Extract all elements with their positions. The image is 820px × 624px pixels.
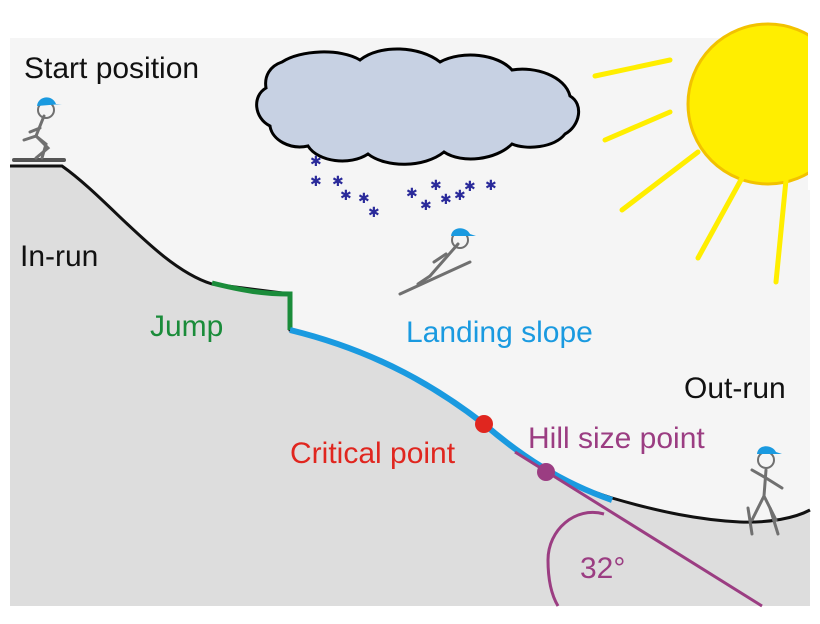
- label-critical-point: Critical point: [290, 437, 456, 470]
- svg-text:✱: ✱: [358, 190, 370, 206]
- snowflake-icon: ✱ ✱ ✱ ✱ ✱ ✱ ✱ ✱ ✱ ✱ ✱ ✱ ✱: [310, 153, 497, 220]
- svg-text:✱: ✱: [310, 173, 322, 189]
- svg-text:✱: ✱: [340, 187, 352, 203]
- label-angle: 32°: [580, 552, 625, 585]
- jump-takeoff: [211, 280, 293, 330]
- sun-icon: [592, 20, 820, 285]
- critical-point-marker: [475, 415, 493, 433]
- skier-standing-icon: [746, 446, 784, 536]
- tangent-line: [514, 450, 763, 608]
- svg-text:✱: ✱: [368, 204, 380, 220]
- label-landing-slope: Landing slope: [406, 316, 593, 349]
- svg-text:✱: ✱: [485, 177, 497, 193]
- label-hill-size-point: Hill size point: [528, 422, 705, 455]
- angle-arc: [546, 511, 605, 607]
- svg-text:✱: ✱: [310, 153, 322, 169]
- svg-text:✱: ✱: [454, 187, 466, 203]
- label-start-position: Start position: [24, 52, 199, 85]
- svg-text:✱: ✱: [332, 173, 344, 189]
- svg-text:✱: ✱: [440, 191, 452, 207]
- hill-terrain: [10, 166, 810, 606]
- cloud-icon: [255, 47, 581, 166]
- label-in-run: In-run: [20, 240, 98, 273]
- svg-text:✱: ✱: [420, 197, 432, 213]
- label-jump: Jump: [150, 310, 223, 343]
- skier-crouching-icon: [12, 97, 66, 162]
- skier-flying-icon: [398, 228, 476, 296]
- label-out-run: Out-run: [684, 372, 786, 405]
- svg-text:✱: ✱: [430, 177, 442, 193]
- svg-text:✱: ✱: [464, 178, 476, 194]
- hill-size-point-marker: [537, 463, 555, 481]
- svg-text:✱: ✱: [406, 185, 418, 201]
